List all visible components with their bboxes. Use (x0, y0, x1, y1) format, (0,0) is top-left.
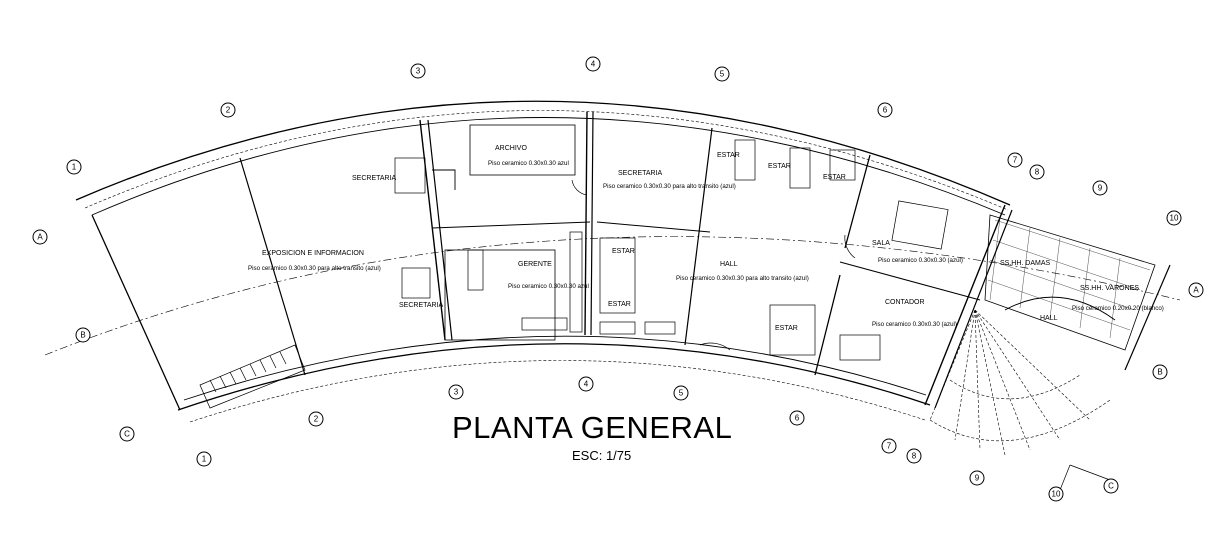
room-name: ESTAR (612, 248, 635, 255)
room-name: ESTAR (768, 163, 791, 170)
room-floor: Piso ceramico 0.30x0.30 (azul) (872, 321, 957, 328)
room-name: GERENTE (518, 261, 552, 268)
axis-label: B (1157, 368, 1162, 377)
axis-label: A (37, 233, 43, 242)
room-name: ESTAR (608, 301, 631, 308)
axis-label: 10 (1170, 214, 1179, 223)
dashed-inner-line (189, 360, 926, 423)
room-floor: Piso ceramico 0.30x0.30 azul (488, 160, 569, 167)
axis-label: 3 (454, 388, 459, 397)
outer-wall-line (75, 100, 1011, 206)
axis-label: 8 (912, 452, 917, 461)
axis-label: B (80, 331, 85, 340)
room-name: ARCHIVO (495, 145, 527, 152)
axis-label: 1 (202, 455, 207, 464)
axis-label: 3 (416, 67, 421, 76)
axis-label: 6 (883, 106, 888, 115)
inner-wall-inner (183, 335, 927, 401)
axis-label: 10 (1052, 490, 1061, 499)
room-floor: Piso ceramico 0.30x0.30 azul (508, 283, 589, 290)
axis-label: 2 (226, 106, 231, 115)
room-name: CONTADOR (885, 299, 925, 306)
drawing-title: PLANTA GENERAL (452, 410, 733, 445)
axis-label: 5 (679, 389, 684, 398)
axis-label: 9 (975, 474, 980, 483)
stairs-left (199, 344, 306, 409)
inner-wall-line (177, 343, 931, 411)
drawing-scale: ESC: 1/75 (572, 448, 632, 463)
room-floor: Piso ceramico 0.30x0.30 (azul) (878, 257, 963, 264)
room-floor: Piso ceramico 0.30x0.30 para alto transi… (676, 275, 809, 282)
stairs-right (929, 309, 1111, 456)
axis-label: 7 (1013, 156, 1018, 165)
dashed-outer-line (84, 110, 1009, 211)
axis-label: C (124, 430, 130, 439)
room-floor: Piso ceramico 0.30x0.30 para alto transi… (248, 265, 381, 272)
restroom-area (984, 214, 1156, 351)
room-name: SS.HH. DAMAS (1000, 260, 1051, 267)
axis-label: 9 (1098, 184, 1103, 193)
axis-label: A (1193, 286, 1199, 295)
axis-label: C (1108, 482, 1114, 491)
axis-label: 7 (887, 442, 892, 451)
room-name: ESTAR (717, 152, 740, 159)
axis-label: 5 (720, 70, 725, 79)
axis-label: 6 (795, 414, 800, 423)
outer-wall-inner (91, 117, 1006, 216)
axis-label: 1 (72, 163, 77, 172)
room-name: SALA (872, 240, 890, 247)
room-name: SS.HH. VARONES (1080, 285, 1139, 292)
room-name: SECRETARIA (352, 175, 397, 182)
room-floor: Piso ceramico 0.20x0.20 (blanco) (1072, 305, 1164, 312)
room-name: HALL (720, 261, 738, 268)
axis-label: 8 (1035, 168, 1040, 177)
room-floor: Piso ceramico 0.30x0.30 para alto transi… (603, 183, 736, 190)
room-name: SECRETARIA (399, 302, 444, 309)
room-name: SECRETARIA (618, 170, 663, 177)
room-name: ESTAR (823, 174, 846, 181)
room-name: EXPOSICION E INFORMACION (262, 250, 364, 257)
room-name: ESTAR (775, 325, 798, 332)
axis-label: 4 (591, 60, 596, 69)
axis-label: 2 (314, 415, 319, 424)
axis-label: 4 (584, 380, 589, 389)
room-name: HALL (1040, 315, 1058, 322)
